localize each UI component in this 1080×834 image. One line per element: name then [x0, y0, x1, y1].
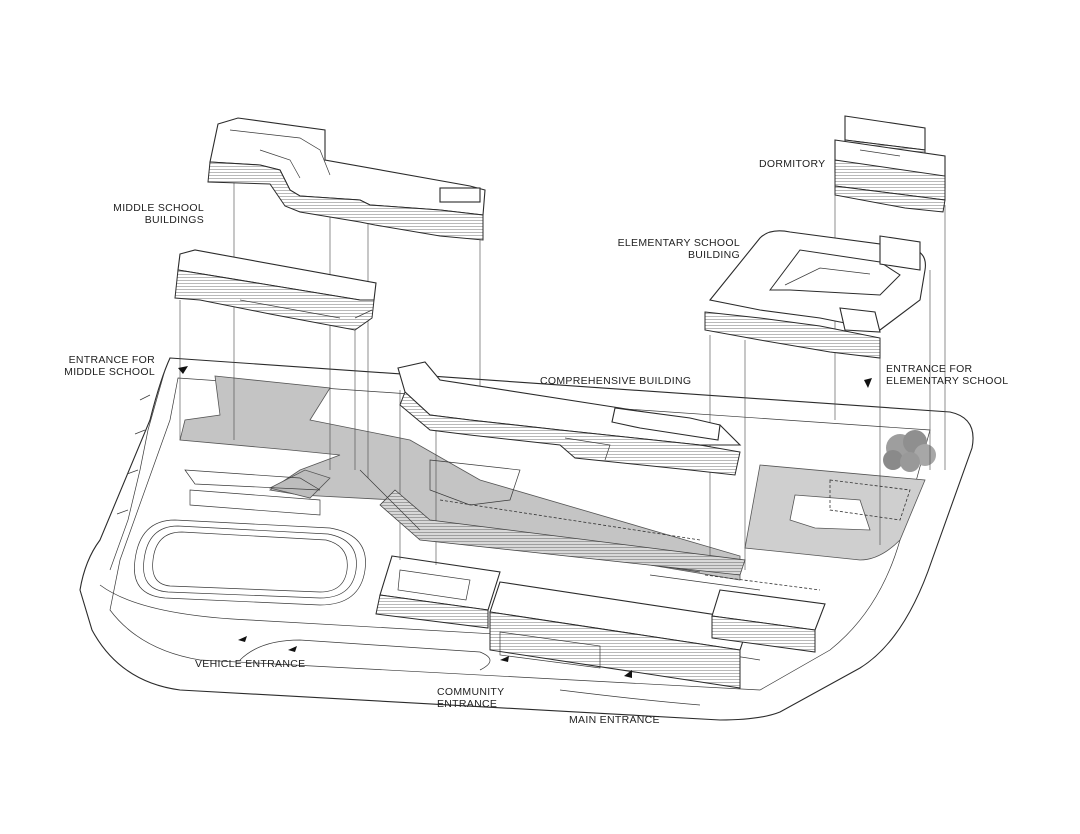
elementary-school-building	[704, 230, 926, 359]
label-middle-school-buildings-line1: MIDDLE SCHOOL	[113, 202, 204, 214]
community-entrance-arrow-icon	[500, 656, 509, 662]
label-community-entrance-line2: ENTRANCE	[437, 698, 497, 710]
label-middle-school-buildings-line2: BUILDINGS	[145, 214, 204, 226]
label-entrance-middle-school-line1: ENTRANCE FOR	[69, 354, 156, 366]
label-entrance-elementary-school-line1: ENTRANCE FOR	[886, 363, 973, 375]
label-vehicle-entrance: VEHICLE ENTRANCE	[195, 658, 305, 670]
label-entrance-elementary-school-line2: ELEMENTARY SCHOOL	[886, 375, 1008, 387]
label-dormitory: DORMITORY	[759, 158, 825, 170]
dormitory-building	[834, 115, 946, 213]
vehicle-entrance-arrow-icon	[238, 636, 247, 642]
middle-school-upper-building	[207, 117, 486, 241]
diagram-labels: MIDDLE SCHOOL BUILDINGS DORMITORY ELEMEN…	[64, 158, 1008, 726]
label-community-entrance-line1: COMMUNITY	[437, 686, 504, 698]
comprehensive-building	[397, 361, 742, 476]
middle-school-lower-building	[174, 249, 377, 331]
main-entrance-arrow-icon	[624, 670, 632, 678]
running-track	[134, 519, 366, 606]
label-elementary-school-building-line1: ELEMENTARY SCHOOL	[618, 237, 740, 249]
label-main-entrance: MAIN ENTRANCE	[569, 714, 660, 726]
vehicle-entrance-arrow-2-icon	[288, 646, 297, 652]
label-elementary-school-building-line2: BUILDING	[688, 249, 740, 261]
entrance-markers	[178, 366, 872, 678]
ground-level-blocks	[184, 459, 826, 689]
elementary-school-entrance-arrow-icon	[864, 378, 872, 388]
label-entrance-middle-school-line2: MIDDLE SCHOOL	[64, 366, 155, 378]
middle-school-entrance-arrow-icon	[178, 366, 188, 374]
tree-icon	[883, 430, 936, 472]
dashed-footprints	[439, 479, 911, 591]
main-walkway-spine	[359, 469, 746, 576]
label-comprehensive-building: COMPREHENSIVE BUILDING	[540, 375, 691, 387]
